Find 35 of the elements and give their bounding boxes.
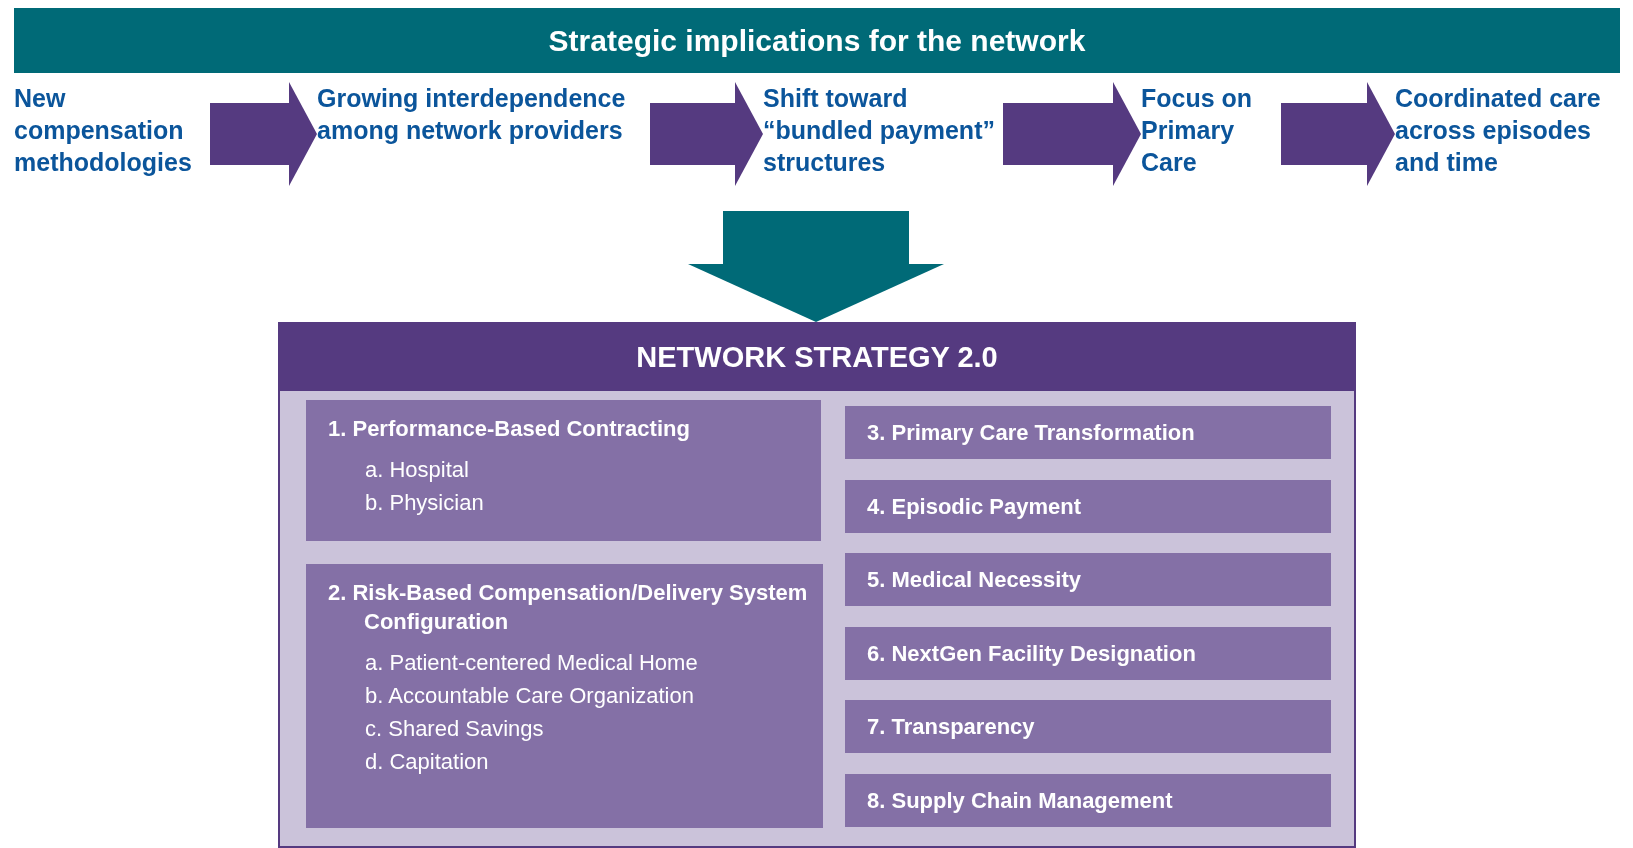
card-heading: 6. NextGen Facility Designation	[866, 640, 1196, 668]
step-text: Focus on Primary Care	[1141, 82, 1281, 182]
arrow	[688, 211, 944, 322]
step-text: Coordinated care across episodes and time	[1395, 82, 1630, 182]
strategy-card	[845, 406, 1331, 459]
list-item: b. Accountable Care Organization	[364, 682, 695, 710]
strategy-card	[306, 400, 821, 541]
card-heading: 1. Performance-Based Contracting	[327, 415, 691, 443]
list-item: d. Capitation	[364, 748, 490, 776]
card-heading: 8. Supply Chain Management	[866, 787, 1173, 815]
strategy-panel	[278, 322, 1356, 848]
card-heading: 4. Episodic Payment	[866, 493, 1081, 521]
strategy-card	[845, 627, 1331, 680]
strategy-card	[845, 553, 1331, 606]
card-heading: 5. Medical Necessity	[866, 566, 1081, 594]
arrow	[1281, 82, 1395, 186]
list-item: c. Shared Savings	[364, 715, 545, 743]
step-text: Growing interdependence among network providers	[317, 82, 650, 182]
strategy-card	[306, 564, 823, 828]
strategy-card	[845, 700, 1331, 753]
strategy-card	[845, 480, 1331, 533]
arrow	[210, 82, 317, 186]
arrow	[650, 82, 763, 186]
list-item: b. Physician	[364, 489, 485, 517]
card-heading: 2. Risk-Based Compensation/Delivery System Configuration	[327, 579, 809, 636]
step-text: New compensation methodologies	[14, 82, 210, 182]
arrow	[1003, 82, 1141, 186]
title-banner: Strategic implications for the network	[14, 8, 1620, 73]
step-text: Shift toward “bundled payment” structures	[763, 82, 1003, 182]
card-heading: 3. Primary Care Transformation	[866, 419, 1195, 447]
card-heading: 7. Transparency	[866, 713, 1036, 741]
panel-heading: NETWORK STRATEGY 2.0	[280, 324, 1354, 391]
list-item: a. Hospital	[364, 456, 470, 484]
strategy-card	[845, 774, 1331, 827]
list-item: a. Patient-centered Medical Home	[364, 649, 699, 677]
